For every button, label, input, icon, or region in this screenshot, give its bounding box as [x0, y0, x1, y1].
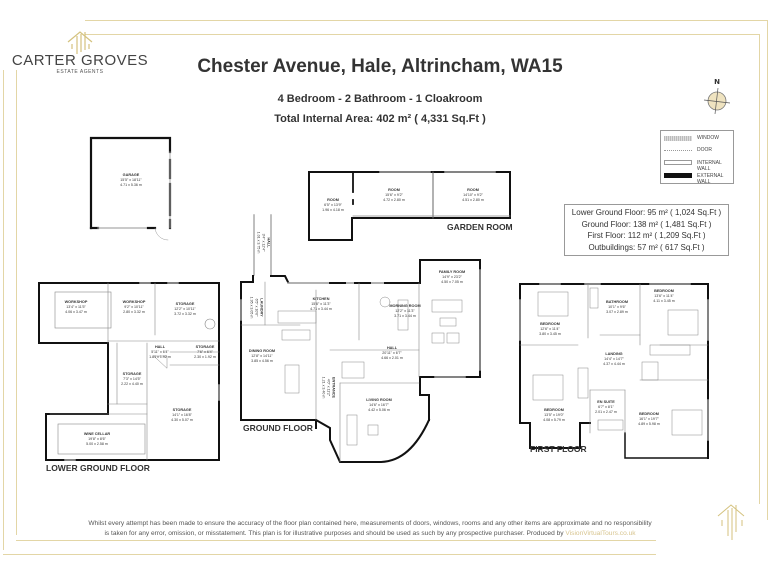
legend-label-window: WINDOW: [697, 135, 719, 141]
ground-floor-label: GROUND FLOOR: [243, 423, 313, 433]
brand-sub: ESTATE AGENTS: [56, 69, 104, 75]
disclaimer: Whilst every attempt has been made to en…: [20, 519, 720, 539]
frame-line: [16, 70, 17, 535]
ground-floor-outline: [240, 214, 481, 463]
legend-label-external-wall: EXTERNAL WALL: [697, 173, 724, 185]
frame-line: [16, 540, 276, 541]
frame-line: [3, 70, 4, 550]
compass: N: [700, 78, 734, 118]
disclaimer-line-1: Whilst every attempt has been made to en…: [88, 520, 652, 527]
legend-item-door: [664, 150, 692, 151]
frame-line: [759, 34, 760, 504]
frame-line: [85, 20, 768, 21]
area-lower-ground: Lower Ground Floor: 95 m² ( 1,024 Sq.Ft …: [571, 208, 722, 217]
lower-ground-floor-label: LOWER GROUND FLOOR: [46, 463, 150, 473]
total-internal-area: Total Internal Area: 402 m² ( 4,331 Sq.F…: [274, 113, 486, 125]
area-first: First Floor: 112 m² ( 1,209 Sq.Ft ): [587, 231, 706, 240]
legend-label-door: DOOR: [697, 147, 712, 153]
legend-label-internal-wall: INTERNAL WALL: [697, 160, 722, 172]
legend-box: WINDOW DOOR INTERNAL WALL EXTERNAL WALL: [660, 130, 734, 185]
garden-room-label: GARDEN ROOM: [447, 222, 513, 232]
lower-ground-outline: [38, 282, 220, 461]
disclaimer-line-2: is taken for any error, omission, or mis…: [20, 529, 720, 539]
floor-area-summary: Lower Ground Floor: 95 m² ( 1,024 Sq.Ft …: [564, 204, 729, 256]
house-logo-icon: [717, 504, 745, 540]
frame-line: [276, 554, 380, 555]
frame-line: [276, 540, 380, 541]
garden-room-outline: [308, 171, 511, 241]
brand-logo: CARTER GROVES ESTATE AGENTS: [10, 30, 150, 80]
area-outbuildings: Outbuildings: 57 m² ( 617 Sq.Ft ): [588, 242, 705, 252]
house-logo-icon: [67, 31, 93, 54]
frame-line: [380, 540, 656, 541]
legend-item-window: [664, 136, 692, 141]
frame-line: [380, 554, 656, 555]
property-summary: 4 Bedroom - 2 Bathroom - 1 Cloakroom: [277, 93, 483, 105]
producer-link[interactable]: VisionVirtualTours.co.uk: [565, 530, 636, 537]
disclaimer-line-2-text: is taken for any error, omission, or mis…: [104, 530, 566, 537]
frame-line: [3, 554, 276, 555]
brand-name: CARTER GROVES: [11, 52, 149, 69]
garage-outline: [89, 136, 172, 241]
area-ground: Ground Floor: 138 m² ( 1,481 Sq.Ft ): [581, 219, 712, 229]
first-floor-label: FIRST FLOOR: [530, 444, 587, 454]
legend-item-internal-wall: [664, 160, 692, 165]
compass-north-label: N: [714, 78, 720, 86]
page-title: Chester Avenue, Hale, Altrincham, WA15: [197, 56, 563, 77]
first-floor-outline: [519, 283, 709, 459]
legend-item-external-wall: [664, 173, 692, 178]
frame-line: [85, 34, 760, 35]
compass-rose-icon: [703, 87, 731, 115]
